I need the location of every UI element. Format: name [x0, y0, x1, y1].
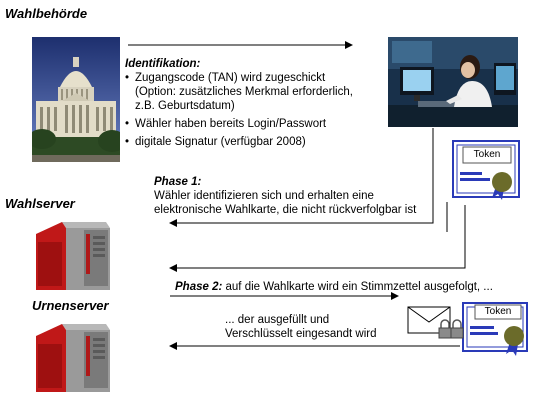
- phase2-title: Phase 2:: [175, 281, 223, 293]
- token-certificate-1: Token: [452, 140, 524, 202]
- phase1-block: Phase 1: Wähler identifizieren sich und …: [154, 175, 434, 217]
- padlock-icon: [438, 318, 466, 340]
- identification-item: Wähler haben bereits Login/Passwort: [125, 117, 380, 131]
- submitted-text: ... der ausgefüllt und Verschlüsselt ein…: [225, 314, 377, 340]
- token-certificate-2: Token: [462, 302, 536, 358]
- token-label-2: Token: [484, 306, 512, 317]
- urnenserver-server-icon: [36, 322, 112, 394]
- phase2-text: auf die Wahlkarte wird ein Stimmzettel a…: [222, 281, 493, 293]
- identification-item: digitale Signatur (verfügbar 2008): [125, 135, 380, 149]
- capitol-building-photo: [28, 37, 126, 162]
- phase1-title: Phase 1:: [154, 176, 202, 188]
- phase2-block: Phase 2: auf die Wahlkarte wird ein Stim…: [175, 280, 515, 294]
- identification-title: Identifikation:: [125, 58, 201, 70]
- woman-at-computer-photo: [388, 37, 518, 127]
- urnenserver-label: Urnenserver: [32, 298, 109, 313]
- phase1-text: Wähler identifizieren sich und erhalten …: [154, 190, 417, 216]
- identification-item: Zugangscode (TAN) wird zugeschickt (Opti…: [125, 71, 380, 113]
- wahlserver-server-icon: [36, 220, 112, 292]
- authority-label: Wahlbehörde: [5, 6, 88, 21]
- wahlserver-label: Wahlserver: [5, 196, 75, 211]
- identification-list: Zugangscode (TAN) wird zugeschickt (Opti…: [125, 71, 380, 149]
- arrow-phase1-to-wahlserver: [169, 128, 434, 227]
- arrow-to-wahlserver-phase2: [169, 205, 466, 272]
- token-label-1: Token: [473, 149, 501, 160]
